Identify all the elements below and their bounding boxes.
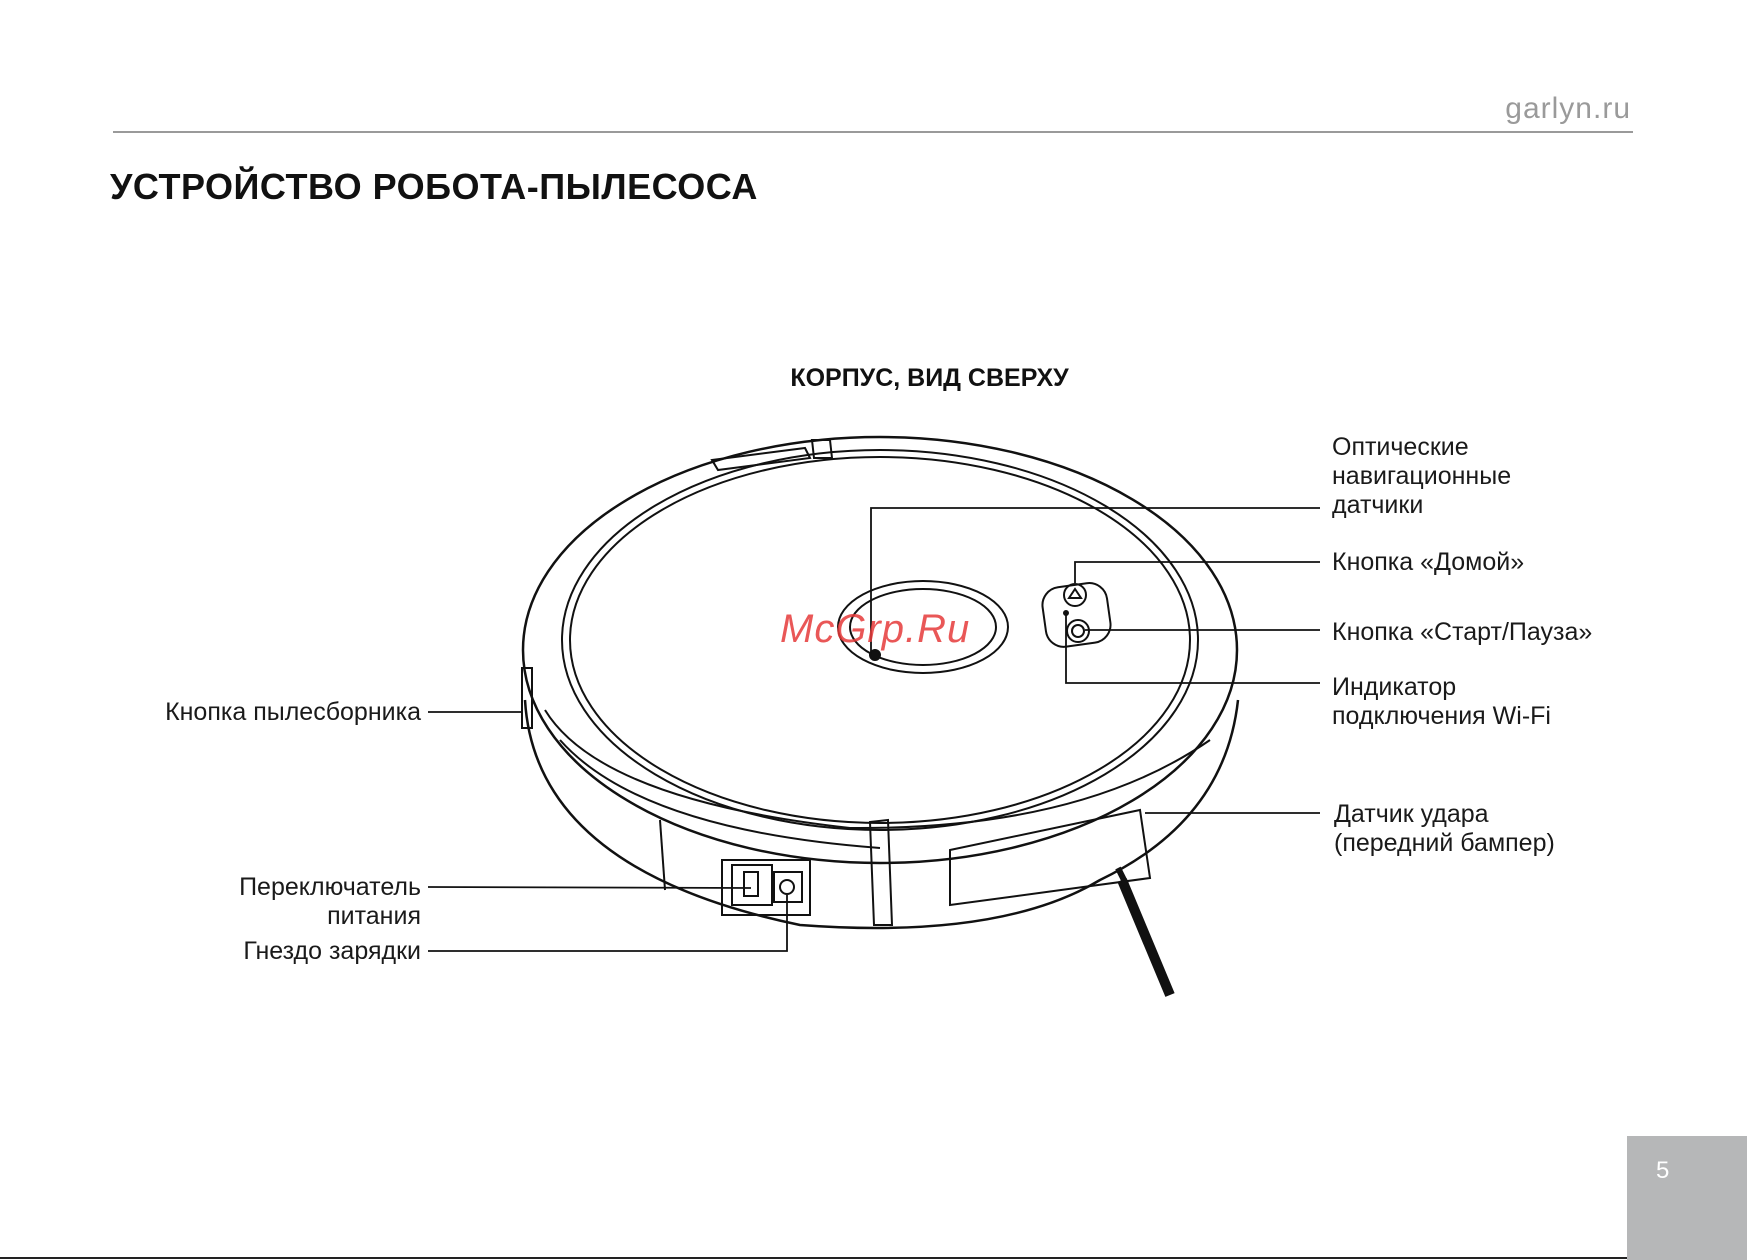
side-brush (1122, 880, 1170, 995)
leader-power (428, 887, 751, 888)
leader-home (1075, 562, 1320, 583)
label-start-pause-button: Кнопка «Старт/Пауза» (1332, 618, 1592, 647)
page-number: 5 (1656, 1157, 1669, 1185)
charging-socket-icon (780, 880, 794, 894)
start-button-icon (1067, 620, 1089, 642)
label-charging-socket: Гнездо зарядки (243, 937, 421, 966)
watermark: McGrp.Ru (780, 607, 970, 652)
label-wifi-indicator: Индикатор подключения Wi-Fi (1332, 673, 1551, 731)
footer-rule (0, 1257, 1627, 1259)
label-power-switch: Переключатель питания (239, 873, 421, 931)
leader-charge (428, 895, 787, 951)
wifi-indicator-dot (1064, 611, 1068, 615)
label-dustbin-button: Кнопка пылесборника (165, 698, 421, 727)
label-home-button: Кнопка «Домой» (1332, 548, 1524, 577)
page-number-tab (1627, 1136, 1747, 1260)
label-optical-sensors: Оптические навигационные датчики (1332, 433, 1511, 520)
label-bumper-sensor: Датчик удара (передний бампер) (1334, 800, 1555, 858)
